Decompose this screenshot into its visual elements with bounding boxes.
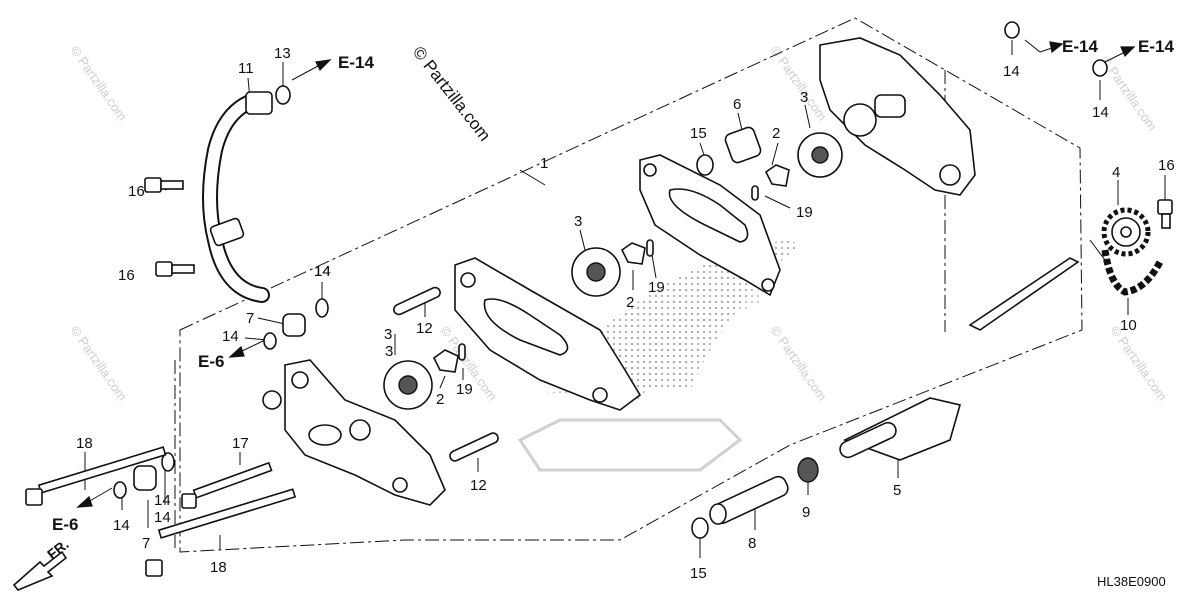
pump-cover-front (262, 359, 446, 506)
diagram-code: HL38E0900 (1097, 574, 1166, 589)
callout-9: 9 (802, 504, 810, 521)
callout-19: 19 (456, 381, 473, 398)
long-bolt-18 (25, 446, 297, 577)
callout-15: 15 (690, 125, 707, 142)
callout-14: 14 (222, 328, 239, 345)
pump-housing-rear (819, 37, 976, 196)
callout-2: 2 (772, 125, 780, 142)
ref-e-14: E-14 (338, 53, 374, 72)
o-ring (113, 21, 1108, 539)
callout-17: 17 (232, 435, 249, 452)
inner-rotor-2 (432, 164, 790, 373)
callout-4: 4 (1112, 164, 1120, 181)
long-bolt-17 (181, 461, 273, 509)
joint-7 (133, 313, 306, 491)
callout-13: 13 (274, 45, 291, 62)
callout-5: 5 (893, 482, 901, 499)
ref-e-14: E-14 (1062, 37, 1098, 56)
callout-15: 15 (690, 565, 707, 582)
callout-18: 18 (76, 435, 93, 452)
callout-18: 18 (210, 559, 227, 576)
pump-plate-rear (639, 154, 781, 297)
strainer-5 (839, 397, 962, 461)
callout-3: 3 (385, 343, 393, 360)
callout-14: 14 (113, 517, 130, 534)
sleeve-6 (724, 126, 762, 164)
callout-3: 3 (574, 213, 582, 230)
callout-14: 14 (154, 492, 171, 509)
ref-e-6: E-6 (198, 352, 224, 371)
bolt-16 (144, 177, 1173, 277)
faint-watermark: © Partzilla.com (68, 43, 131, 123)
faint-watermark: © Partzilla.com (1108, 323, 1171, 403)
chain-10 (1089, 239, 1164, 296)
pump-body-middle (454, 257, 642, 411)
front-label: FR. (44, 536, 72, 562)
callout-12: 12 (470, 477, 487, 494)
callout-14: 14 (314, 263, 331, 280)
shaft-12 (393, 286, 499, 462)
callout-14: 14 (154, 509, 171, 526)
callout-19: 19 (648, 279, 665, 296)
front-arrow-icon (12, 550, 68, 591)
callout-1: 1 (540, 155, 548, 172)
faint-watermark: © Partzilla.com (68, 323, 131, 403)
callout-12: 12 (416, 320, 433, 337)
callout-19: 19 (796, 204, 813, 221)
oil-pipe-11 (202, 91, 273, 303)
callout-3: 3 (384, 326, 392, 343)
seal-9 (797, 457, 819, 483)
callouts: 1 2 2 2 3 3 3 3 4 5 6 7 7 8 9 10 11 12 1… (76, 45, 1175, 582)
ref-e-14: E-14 (1138, 37, 1174, 56)
callout-14: 14 (1003, 63, 1020, 80)
chain-guide (968, 257, 1080, 331)
faint-watermark: © Partzilla.com (768, 323, 831, 403)
callout-14: 14 (1092, 104, 1109, 121)
front-direction-indicator: FR. (12, 536, 72, 591)
callout-6: 6 (733, 96, 741, 113)
callout-11: 11 (238, 60, 254, 77)
callout-2: 2 (626, 294, 634, 311)
pin-19 (458, 185, 759, 361)
callout-3: 3 (800, 89, 808, 106)
rotor-3 (383, 132, 843, 410)
callout-10: 10 (1120, 317, 1137, 334)
callout-7: 7 (246, 310, 254, 327)
sprocket-4 (1101, 207, 1151, 257)
callout-16: 16 (118, 267, 135, 284)
assembly-boundary (174, 17, 1083, 553)
partzilla-watermark: © Partzilla.com (409, 43, 495, 145)
callout-2: 2 (436, 391, 444, 408)
ref-e-6: E-6 (52, 515, 78, 534)
reference-arrows (76, 39, 1136, 508)
callout-7: 7 (142, 535, 150, 552)
pipe-8 (709, 475, 789, 525)
callout-14: 14 (314, 263, 331, 280)
callout-16: 16 (1158, 157, 1175, 174)
callout-16: 16 (128, 183, 145, 200)
reference-labels: E-14 E-14 E-14 E-6 E-6 (52, 37, 1174, 534)
callout-8: 8 (748, 535, 756, 552)
